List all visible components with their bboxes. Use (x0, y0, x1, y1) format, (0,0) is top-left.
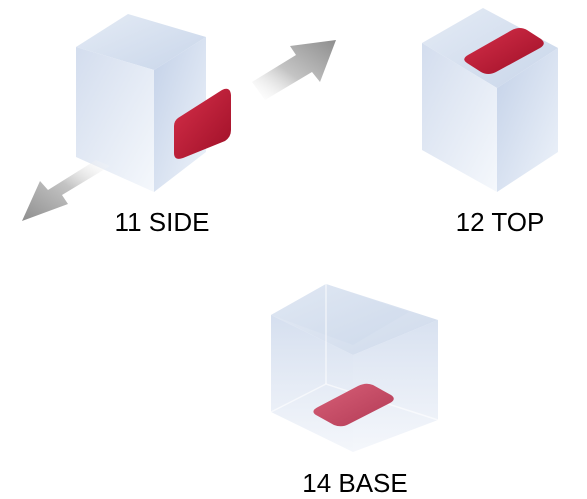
cube-side: 11 SIDE (22, 14, 336, 237)
cube-top-left-face (422, 43, 497, 192)
cube-side-left-face (76, 47, 154, 192)
cube-base-pad (313, 383, 394, 427)
cube-top: 12 TOP (422, 8, 558, 237)
cube-top-pad (464, 28, 544, 74)
cube-side-pad (174, 88, 231, 159)
cube-base-top-face (271, 284, 438, 355)
arrow-out-icon (252, 40, 336, 100)
cube-base: 14 BASE (270, 284, 439, 498)
cube-top-label: 12 TOP (456, 207, 545, 237)
cube-side-top-face (76, 14, 206, 70)
cube-side-label: 11 SIDE (115, 207, 210, 237)
arrow-in-icon (22, 160, 110, 221)
cube-base-label: 14 BASE (302, 468, 408, 498)
cube-top-right-face (497, 48, 558, 192)
cube-base-right-face (353, 320, 438, 452)
